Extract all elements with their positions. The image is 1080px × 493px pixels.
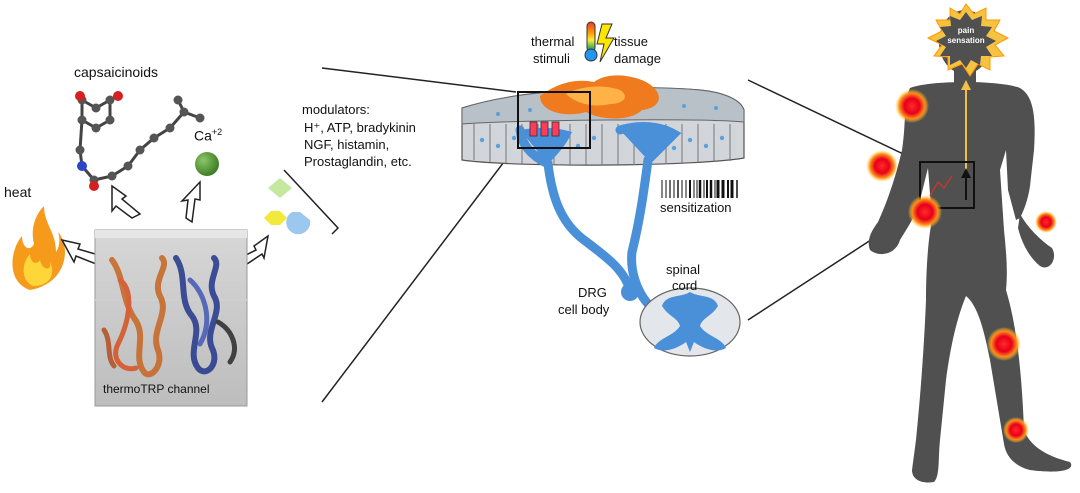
label-modulators-title: modulators: (302, 102, 370, 117)
label-drg: DRG (578, 285, 607, 300)
arrow-up-icon (961, 168, 971, 178)
lightning-tissue-damage-icon (596, 23, 615, 63)
label-damage: damage (614, 51, 661, 66)
zoom-line-top (321, 67, 517, 93)
arrow-up-icon (961, 80, 971, 90)
label-sensitization: sensitization (660, 200, 732, 215)
label-modulators-list: H⁺, ATP, bradykinin NGF, histamin, Prost… (304, 120, 416, 169)
label-spinal: spinal (666, 262, 700, 277)
label-thermal: thermal (531, 34, 575, 49)
label-capsaicinoids: capsaicinoids (74, 64, 159, 80)
label-stimuli: stimuli (533, 51, 570, 66)
body-zoom-nerve (929, 175, 953, 197)
label-tissue: tissue (614, 34, 648, 49)
label-pain-sensation: pain sensation (947, 26, 985, 45)
label-cord: cord (672, 278, 698, 293)
pain-sensation-star-core (936, 12, 996, 68)
spinal-cord (639, 287, 741, 357)
pain-spot-hand (1035, 211, 1057, 233)
zoom-line-bottom (321, 145, 517, 403)
pain-spot-ankle (1003, 417, 1029, 443)
thermotrp-channel-image (94, 229, 248, 407)
modulator-shapes-icon (264, 178, 311, 235)
label-cell-body: cell body (558, 302, 610, 317)
label-thermotrp-channel: thermoTRP channel (103, 382, 210, 396)
skin-tissue-block (461, 75, 745, 166)
lightning-icon-calcium (179, 180, 201, 224)
thermometer-icon (584, 21, 598, 62)
capsaicin-molecule-icon (75, 91, 205, 191)
lightning-icon-capsaicin (111, 184, 142, 219)
pain-spot-hip (908, 195, 942, 229)
zoom-line-body-top (747, 79, 921, 163)
human-body-silhouette (868, 10, 1072, 483)
label-calcium: Ca+2 (194, 127, 223, 144)
modulator-bracket (283, 169, 340, 235)
body-zoom-box (919, 161, 975, 209)
label-heat: heat (4, 184, 32, 200)
zoom-box (517, 91, 591, 149)
nerve-endings (529, 121, 560, 137)
pain-spot-knee (987, 327, 1021, 361)
calcium-ion-icon (195, 152, 219, 176)
pain-spots (866, 89, 1057, 443)
pain-spot-arm (866, 150, 898, 182)
flame-icon (12, 206, 65, 290)
sensitization-barcode (661, 180, 738, 198)
pain-spot-shoulder (895, 89, 929, 123)
